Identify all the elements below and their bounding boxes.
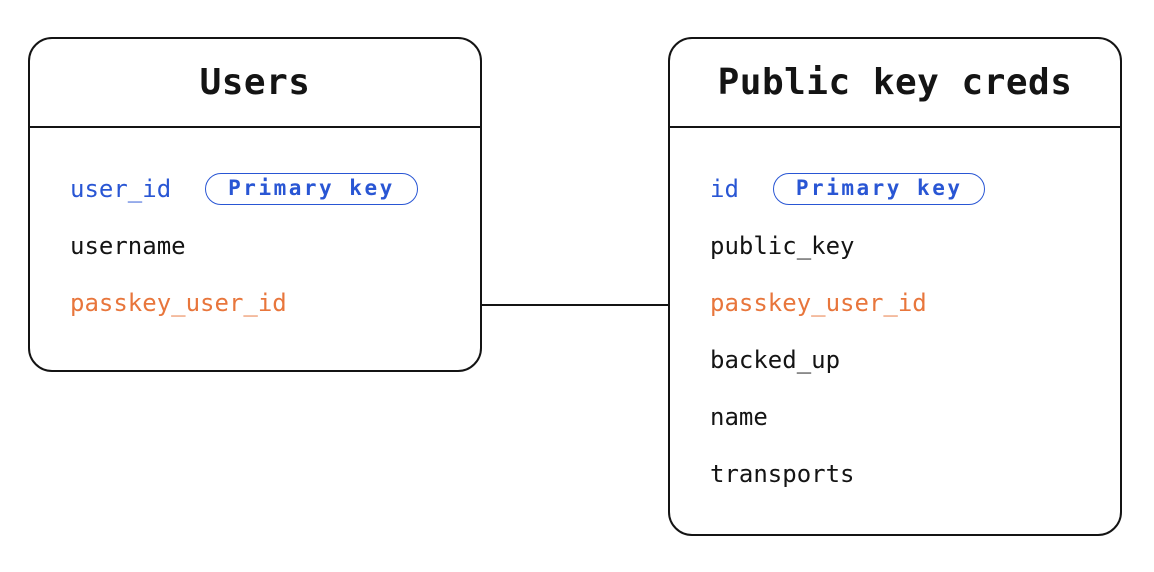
- field-name-user-id: user_id: [70, 174, 172, 203]
- field-row-passkey-user-id: passkey_user_id: [710, 274, 1120, 331]
- field-row-public-key: public_key: [710, 217, 1120, 274]
- field-name-id: id: [710, 174, 739, 203]
- table-public-key-creds-title: Public key creds: [670, 39, 1120, 128]
- table-public-key-creds: Public key creds id Primary key public_k…: [668, 37, 1122, 536]
- field-name-backed-up: backed_up: [710, 345, 841, 374]
- table-users-fields: user_id Primary key username passkey_use…: [30, 128, 480, 331]
- table-users-title: Users: [30, 39, 480, 128]
- field-row-user-id: user_id Primary key: [70, 160, 480, 217]
- field-row-passkey-user-id: passkey_user_id: [70, 274, 480, 331]
- field-row-backed-up: backed_up: [710, 331, 1120, 388]
- field-row-name: name: [710, 388, 1120, 445]
- table-users: Users user_id Primary key username passk…: [28, 37, 482, 372]
- field-name-name: name: [710, 402, 768, 431]
- field-name-transports: transports: [710, 459, 855, 488]
- primary-key-badge: Primary key: [205, 172, 418, 205]
- field-name-username: username: [70, 231, 186, 260]
- field-name-passkey-user-id: passkey_user_id: [710, 288, 927, 317]
- field-row-transports: transports: [710, 445, 1120, 502]
- field-row-id: id Primary key: [710, 160, 1120, 217]
- primary-key-badge: Primary key: [772, 172, 986, 205]
- table-public-key-creds-fields: id Primary key public_key passkey_user_i…: [670, 128, 1120, 502]
- field-row-username: username: [70, 217, 480, 274]
- field-name-passkey-user-id: passkey_user_id: [70, 288, 287, 317]
- field-name-public-key: public_key: [710, 231, 855, 260]
- relationship-connector: [482, 304, 668, 306]
